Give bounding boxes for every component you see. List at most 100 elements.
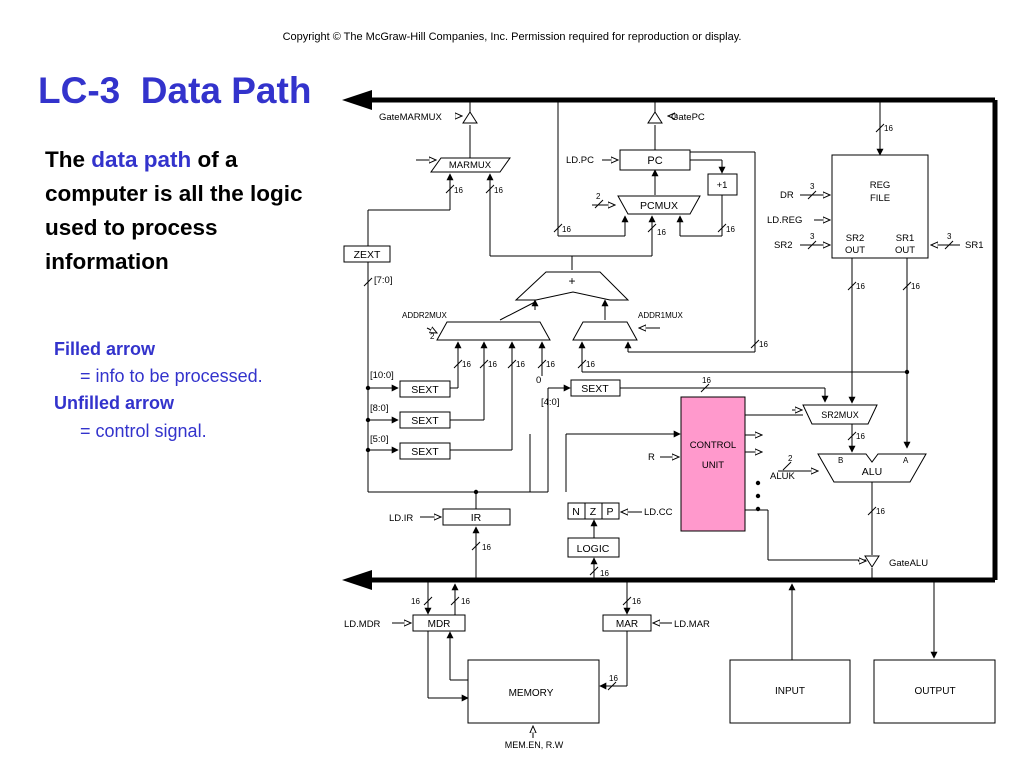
gate-pc-buffer (647, 111, 663, 124)
instruction-register (442, 508, 511, 526)
addr1mux (572, 321, 638, 341)
label-ld-ir: LD.IR (389, 513, 413, 524)
width-label: 3 (810, 232, 815, 241)
width-label: 2 (430, 332, 435, 341)
width-label: 16 (856, 432, 865, 441)
label-mem-en: MEM.EN, R.W (505, 740, 564, 750)
label-ld-mdr: LD.MDR (344, 619, 381, 630)
label-addr1mux: ADDR1MUX (638, 311, 684, 320)
label-alu: ALU (862, 466, 882, 478)
label-mar: MAR (616, 619, 638, 630)
sext-10-0 (399, 380, 451, 398)
addr2mux (436, 321, 551, 341)
sext-5-0 (399, 442, 451, 460)
label-bits-4-0: [4:0] (541, 397, 560, 408)
label-sext-4: SEXT (581, 383, 609, 395)
description-post: of a computer is all the logic used to p… (45, 147, 303, 274)
label-bits-5-0: [5:0] (370, 434, 389, 445)
label-zext: ZEXT (354, 249, 381, 261)
width-label: 16 (759, 340, 768, 349)
label-pc: PC (647, 155, 662, 167)
description: The data path of a computer is all the l… (45, 143, 345, 279)
label-alu-b: B (838, 456, 843, 465)
label-control: CONTROL (690, 440, 736, 451)
label-logic: LOGIC (577, 543, 610, 555)
marmux (430, 157, 511, 173)
label-z: Z (590, 506, 597, 518)
width-label: 16 (726, 225, 735, 234)
label-sr1-out-1: SR1 (896, 233, 914, 244)
width-marks (363, 123, 954, 691)
description-highlight: data path (91, 147, 192, 172)
label-alu-a: A (903, 456, 909, 465)
label-sext-3: SEXT (411, 446, 439, 458)
legend-unfilled-title: Unfilled arrow (54, 393, 175, 413)
label-reg-file-1: REG (870, 180, 891, 191)
label-sr2-out-2: OUT (845, 245, 865, 256)
width-label: 2 (596, 192, 601, 201)
width-labels: 16 16 16 16 16 16 2 16 16 16 16 16 16 16… (411, 124, 952, 683)
pcmux (617, 195, 701, 215)
label-gate-marmux: GateMARMUX (379, 112, 442, 123)
label-addr2mux: ADDR2MUX (402, 311, 448, 320)
label-bits-7-0: [7:0] (374, 275, 393, 286)
label-aluk: ALUK (770, 471, 795, 482)
label-ld-cc: LD.CC (644, 507, 673, 518)
plus-one-incrementer (707, 173, 738, 196)
label-pcmux: PCMUX (640, 200, 678, 212)
label-sext-2: SEXT (411, 415, 439, 427)
label-output: OUTPUT (914, 686, 955, 697)
width-label: 16 (657, 228, 666, 237)
wires (367, 102, 938, 702)
label-ld-pc: LD.PC (566, 155, 594, 166)
zext-box (343, 245, 391, 263)
label-memory: MEMORY (509, 688, 554, 699)
label-input: INPUT (775, 686, 805, 697)
label-sr2mux: SR2MUX (821, 410, 859, 420)
label-dr: DR (780, 190, 794, 201)
mar-register (602, 614, 652, 632)
width-label: 16 (454, 186, 463, 195)
label-bits-10-0: [10:0] (370, 370, 394, 381)
width-label: 16 (488, 360, 497, 369)
width-label: 2 (788, 454, 793, 463)
label-sext-1: SEXT (411, 384, 439, 396)
control-unit (680, 396, 746, 532)
label-r: R (648, 452, 655, 463)
label-plus-one: +1 (717, 180, 728, 191)
width-label: 16 (586, 360, 595, 369)
description-pre: The (45, 147, 92, 172)
label-sr2-out-1: SR2 (846, 233, 864, 244)
label-n: N (572, 506, 580, 518)
output-box (873, 659, 996, 724)
control-signals (392, 116, 960, 738)
memory-box (467, 659, 600, 724)
logic-box (567, 537, 620, 558)
copyright-notice: Copyright © The McGraw-Hill Companies, I… (282, 31, 742, 43)
pc-register (619, 149, 691, 171)
legend-unfilled-desc: = control signal. (80, 421, 207, 441)
label-mdr: MDR (428, 619, 451, 630)
label-sr1-out-2: OUT (895, 245, 915, 256)
width-label: 16 (546, 360, 555, 369)
width-label: 16 (600, 569, 609, 578)
label-marmux: MARMUX (449, 160, 492, 171)
junction-dots (365, 369, 910, 512)
mdr-register (412, 614, 466, 632)
alu (817, 453, 927, 483)
sr2mux (802, 404, 878, 425)
cc-p (601, 502, 620, 520)
label-bits-8-0: [8:0] (370, 403, 389, 414)
label-gate-pc: GatePC (671, 112, 705, 123)
width-label: 16 (609, 674, 618, 683)
legend-filled-title: Filled arrow (54, 339, 156, 359)
legend-filled-desc: = info to be processed. (80, 366, 263, 386)
label-sr2: SR2 (774, 240, 792, 251)
width-label: 16 (856, 282, 865, 291)
bus-lines (342, 90, 998, 590)
label-gate-alu: GateALU (889, 558, 928, 569)
width-label: 16 (494, 186, 503, 195)
page-title: LC-3 Data Path (38, 70, 312, 111)
label-ld-mar: LD.MAR (674, 619, 710, 630)
